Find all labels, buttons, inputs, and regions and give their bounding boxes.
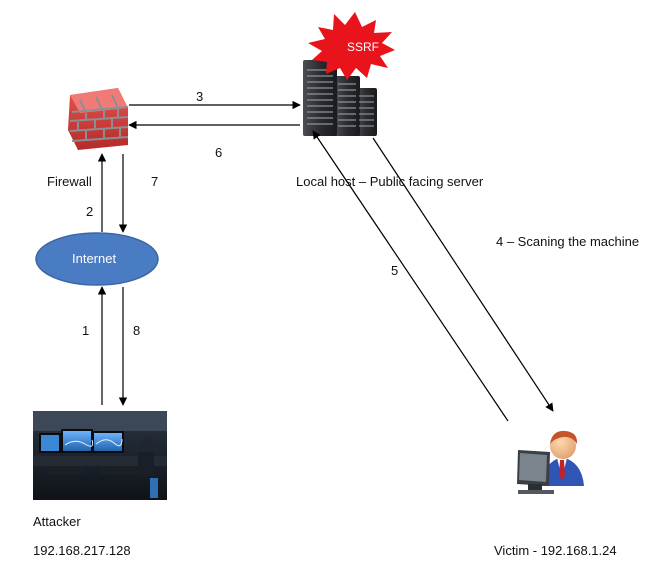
step-2-label: 2 (86, 204, 94, 219)
step-5-label: 5 (391, 263, 399, 278)
firewall-icon (68, 88, 129, 150)
scanning-label: 4 – Scaning the machine (496, 234, 640, 249)
server-label: Local host – Public facing server (296, 174, 484, 189)
step-6-label: 6 (215, 145, 223, 160)
step-3-label: 3 (196, 89, 204, 104)
victim-label: Victim - 192.168.1.24 (494, 543, 617, 558)
step-7-label: 7 (151, 174, 159, 189)
internet-label: Internet (72, 251, 117, 266)
arrow-4 (372, 137, 554, 412)
server-rack-icon (303, 60, 377, 136)
victim-icon (517, 430, 584, 494)
attacker-label: Attacker (33, 514, 81, 529)
ssrf-burst (308, 12, 395, 80)
ssrf-label: SSRF (347, 40, 380, 54)
internet-cloud (35, 232, 159, 286)
arrow-5 (312, 130, 509, 422)
attacker-ip: 192.168.217.128 (33, 543, 131, 558)
firewall-label: Firewall (47, 174, 92, 189)
attacker-photo (33, 411, 167, 500)
step-1-label: 1 (82, 323, 90, 338)
step-8-label: 8 (133, 323, 141, 338)
